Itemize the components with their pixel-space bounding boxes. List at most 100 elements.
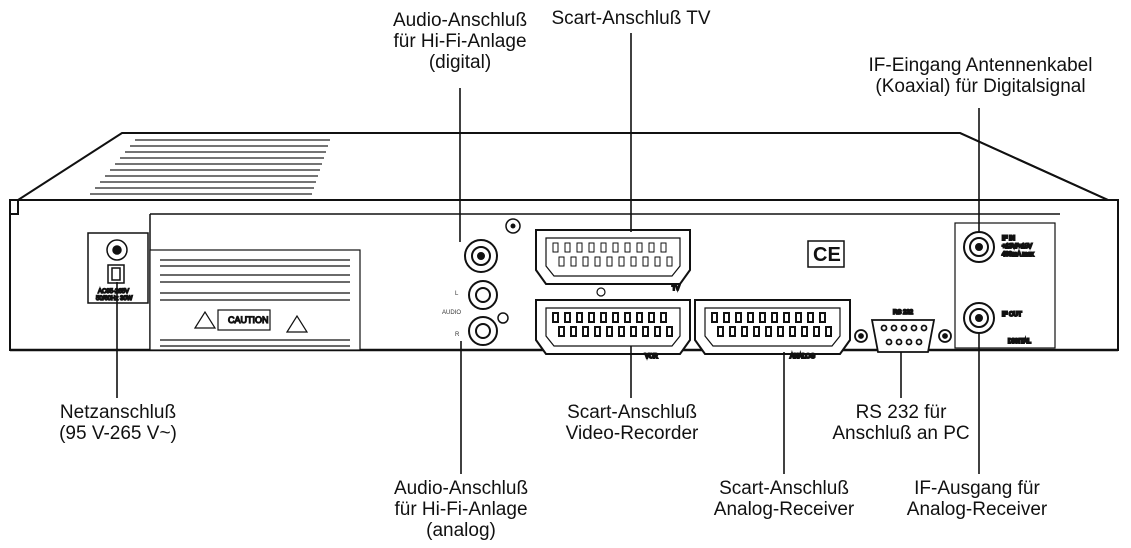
scart-pin (612, 242, 619, 253)
label-if-out-line-1: IF-Ausgang für (914, 478, 1040, 499)
scart-pin (570, 256, 577, 267)
scart-pin (558, 256, 565, 267)
scart-pin (588, 242, 595, 253)
scart-analog-connector: ANALOG (694, 299, 851, 361)
scart-pin (723, 312, 730, 323)
scart-tv-connector: TV (535, 229, 691, 297)
warning-icon-2 (285, 314, 309, 333)
label-rs232-line-2: Anschluß an PC (832, 423, 970, 444)
scart-pin (765, 326, 772, 337)
scart-pin (753, 326, 760, 337)
scart-pin (759, 312, 766, 323)
scart-pin (648, 242, 655, 253)
scart-pin (789, 326, 796, 337)
scart-pin (807, 312, 814, 323)
scart-pin (576, 312, 583, 323)
label-scart-analog-line-2: Analog-Receiver (713, 499, 855, 520)
scart-pin (606, 256, 613, 267)
scart-pin (660, 312, 667, 323)
scart-pin (582, 256, 589, 267)
ce-mark: CE (807, 240, 845, 268)
scart-pin (594, 256, 601, 267)
label-if-in-line-2: (Koaxial) für Digitalsignal (875, 76, 1086, 97)
label-audio-digital-line-3: (digital) (428, 52, 492, 73)
scart-pin (741, 326, 748, 337)
label-scart-tv-line-1: Scart-Anschluß TV (551, 8, 711, 29)
scart-pin (660, 242, 667, 253)
audio-analog-jacks (468, 280, 509, 346)
scart-pin (570, 326, 577, 337)
scart-pin (666, 326, 673, 337)
vent-grille (90, 139, 330, 195)
label-if-in: IF-Eingang Antennenkabel (Koaxial) für D… (848, 55, 1113, 97)
scart-pin (606, 326, 613, 337)
leader-lines (116, 33, 980, 474)
scart-pin (747, 312, 754, 323)
label-scart-tv: Scart-Anschluß TV (520, 8, 742, 29)
scart-pin (558, 326, 565, 337)
warning-icon (193, 310, 217, 329)
power-rating-text-2: 50/60Hz 30W (96, 296, 133, 302)
scart-pin (735, 312, 742, 323)
power-connector: AC95-265V 50/60Hz 30W (87, 232, 149, 304)
if-in-text-3: 400mA max (1002, 252, 1034, 258)
scart-pin (648, 312, 655, 323)
scart-pin (636, 312, 643, 323)
label-power: Netzanschluß (95 V-265 V~) (28, 402, 208, 444)
scart-pin (618, 326, 625, 337)
ce-mark-text: CE (813, 244, 841, 266)
scart-pin (594, 326, 601, 337)
scart-vcr-text: VCR (645, 354, 658, 360)
scart-pin (630, 256, 637, 267)
caution-text: CAUTION (228, 315, 269, 325)
if-in-text-2: +13V/+18V (1002, 244, 1032, 250)
label-audio-digital: Audio-Anschluß für Hi-Fi-Anlage (digital… (355, 10, 565, 73)
scart-pin (564, 312, 571, 323)
scart-vcr-connector: VCR (535, 299, 691, 361)
scart-pin (630, 326, 637, 337)
scart-pin (825, 326, 832, 337)
scart-pin (654, 256, 661, 267)
scart-pin (801, 326, 808, 337)
label-power-line-1: Netzanschluß (59, 402, 177, 423)
scart-pin (564, 242, 571, 253)
if-in-text: IF IN (1002, 236, 1015, 242)
scart-pin (711, 312, 718, 323)
screw-icon (505, 218, 521, 234)
label-scart-vcr: Scart-Anschluß Video-Recorder (546, 402, 718, 444)
scart-pin (783, 312, 790, 323)
power-rating-text: AC95-265V (98, 289, 129, 295)
audio-r-text: R (455, 332, 460, 338)
scart-pin (612, 312, 619, 323)
scart-pin (666, 256, 673, 267)
label-scart-analog-line-1: Scart-Anschluß (719, 478, 849, 499)
label-rs232-line-1: RS 232 für (855, 402, 947, 423)
rs232-connector: RS 232 (854, 309, 952, 353)
rs232-text: RS 232 (893, 310, 914, 316)
scart-tv-text: TV (672, 286, 680, 292)
label-audio-digital-line-2: für Hi-Fi-Anlage (393, 31, 527, 52)
warning-sticker: CAUTION (149, 249, 361, 351)
label-scart-analog: Scart-Anschluß Analog-Receiver (682, 478, 886, 520)
scart-pin (654, 326, 661, 337)
scart-pin (795, 312, 802, 323)
scart-pin (813, 326, 820, 337)
audio-digital-jack (464, 239, 498, 273)
label-audio-digital-line-1: Audio-Anschluß (392, 10, 528, 31)
scart-pin (576, 242, 583, 253)
scart-pin (552, 312, 559, 323)
scart-pin (729, 326, 736, 337)
scart-pin (642, 326, 649, 337)
scart-pin (717, 326, 724, 337)
scart-pin (588, 312, 595, 323)
label-if-in-line-1: IF-Eingang Antennenkabel (868, 55, 1093, 76)
scart-pin (618, 256, 625, 267)
audio-label-text: AUDIO (442, 310, 461, 316)
label-audio-analog-line-1: Audio-Anschluß (393, 478, 529, 499)
label-scart-vcr-line-2: Video-Recorder (565, 423, 699, 444)
scart-pin (552, 242, 559, 253)
scart-pin (582, 326, 589, 337)
label-if-out-line-2: Analog-Receiver (906, 499, 1048, 520)
scart-pin (624, 242, 631, 253)
